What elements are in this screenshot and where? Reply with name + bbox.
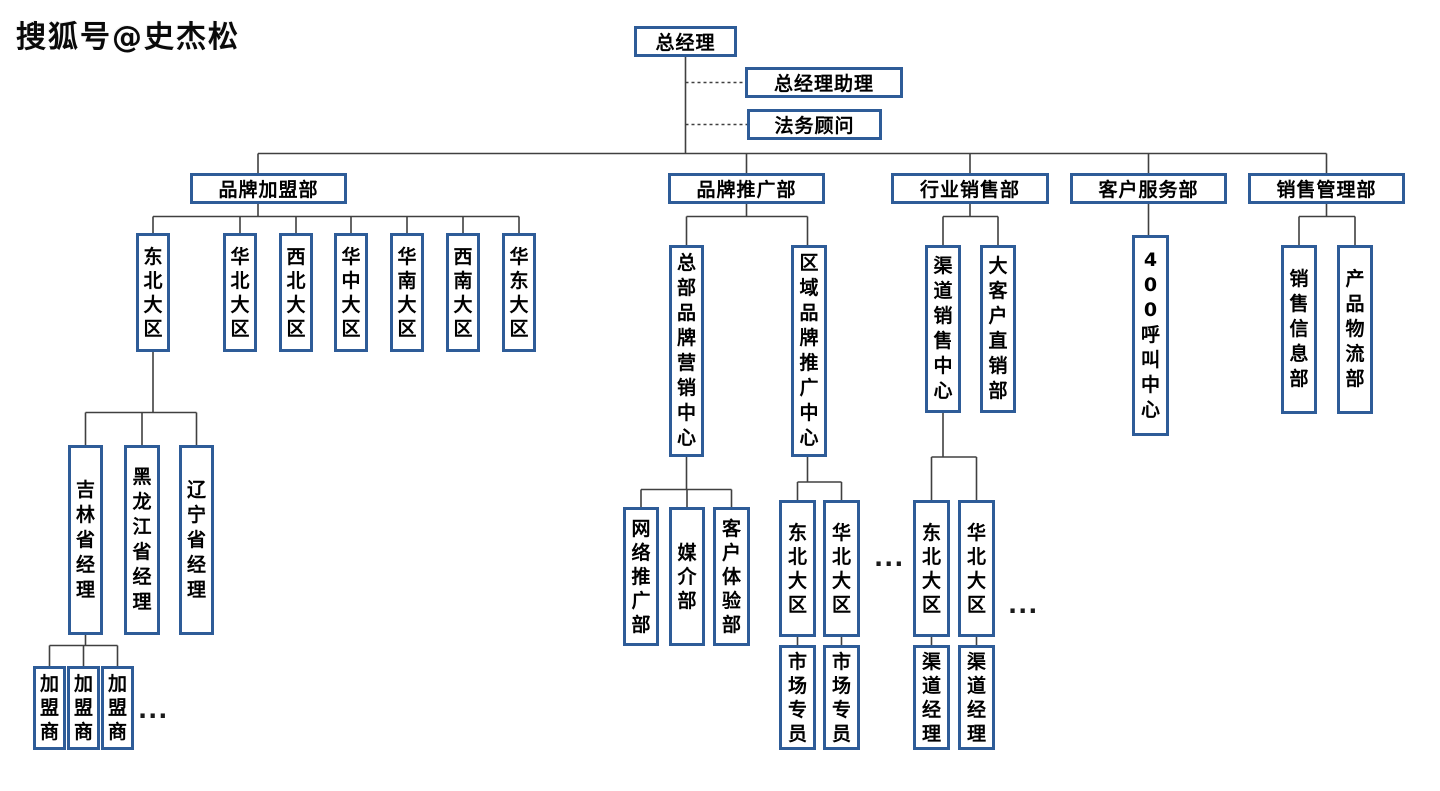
node-online-promotion-dept: 网 络 推 广 部 — [623, 507, 659, 646]
node-channel-region-northeast: 东 北 大 区 — [913, 500, 950, 637]
node-franchisee-3: 加 盟 商 — [101, 666, 134, 750]
node-hq-brand-marketing-center: 总 部 品 牌 营 销 中 心 — [669, 245, 704, 457]
node-channel-manager-1: 渠 道 经 理 — [913, 645, 950, 750]
node-region-south: 华 南 大 区 — [390, 233, 424, 352]
node-dept-customer-service: 客户服务部 — [1070, 173, 1227, 204]
node-promo-region-north: 华 北 大 区 — [823, 500, 860, 637]
node-liaoning-manager: 辽 宁 省 经 理 — [179, 445, 214, 635]
node-ceo: 总经理 — [634, 26, 737, 57]
node-regional-brand-promotion-center: 区 域 品 牌 推 广 中 心 — [791, 245, 827, 457]
ellipsis-franchisees: ... — [138, 696, 169, 724]
node-product-logistics-dept: 产 品 物 流 部 — [1337, 245, 1373, 414]
node-market-specialist-2: 市 场 专 员 — [823, 645, 860, 750]
node-region-northeast: 东 北 大 区 — [136, 233, 170, 352]
node-franchisee-2: 加 盟 商 — [67, 666, 100, 750]
node-channel-sales-center: 渠 道 销 售 中 心 — [925, 245, 961, 413]
node-key-account-direct-sales-dept: 大 客 户 直 销 部 — [980, 245, 1016, 413]
node-ceo-assistant: 总经理助理 — [745, 67, 903, 98]
node-dept-industry-sales: 行业销售部 — [891, 173, 1049, 204]
node-channel-region-north: 华 北 大 区 — [958, 500, 995, 637]
node-promo-region-northeast: 东 北 大 区 — [779, 500, 816, 637]
node-jilin-manager: 吉 林 省 经 理 — [68, 445, 103, 635]
node-region-northwest: 西 北 大 区 — [279, 233, 313, 352]
node-sales-information-dept: 销 售 信 息 部 — [1281, 245, 1317, 414]
node-region-east: 华 东 大 区 — [502, 233, 536, 352]
node-dept-brand-promotion: 品牌推广部 — [668, 173, 825, 204]
node-heilongjiang-manager: 黑 龙 江 省 经 理 — [124, 445, 160, 635]
node-region-north: 华 北 大 区 — [223, 233, 257, 352]
ellipsis-channel-regions: ... — [1008, 591, 1039, 619]
watermark-sohu-account: 搜狐号@史杰松 — [16, 20, 240, 55]
node-customer-experience-dept: 客 户 体 验 部 — [713, 507, 750, 646]
node-franchisee-1: 加 盟 商 — [33, 666, 66, 750]
ellipsis-promo-regions: ... — [874, 544, 905, 572]
node-channel-manager-2: 渠 道 经 理 — [958, 645, 995, 750]
node-region-southwest: 西 南 大 区 — [446, 233, 480, 352]
node-region-central: 华 中 大 区 — [334, 233, 368, 352]
node-legal-advisor: 法务顾问 — [747, 109, 882, 140]
node-media-dept: 媒 介 部 — [669, 507, 705, 646]
node-market-specialist-1: 市 场 专 员 — [779, 645, 816, 750]
node-400-call-center: 4 0 0 呼 叫 中 心 — [1132, 235, 1169, 436]
node-dept-franchise: 品牌加盟部 — [190, 173, 347, 204]
node-dept-sales-management: 销售管理部 — [1248, 173, 1405, 204]
